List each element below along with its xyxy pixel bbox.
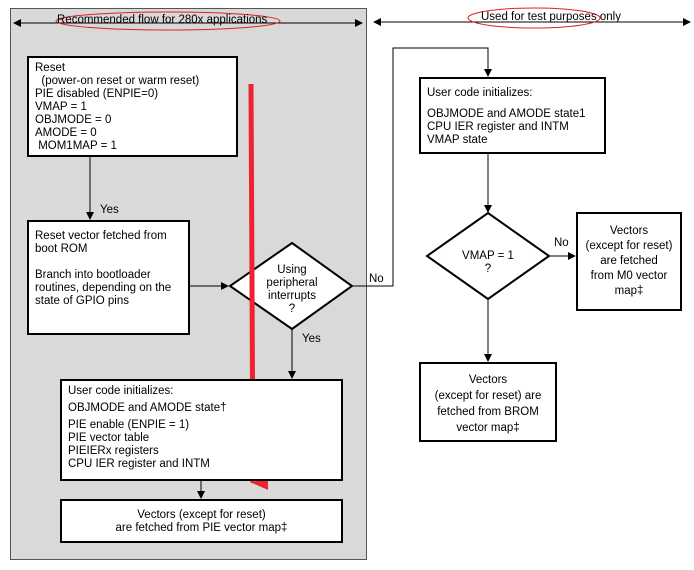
vectors-pie-line-1: Vectors (except for reset)	[137, 509, 266, 521]
user-init-left-line-3: PIE enable (ENPIE = 1)	[68, 419, 190, 431]
edge-label-no-left: No	[369, 273, 384, 285]
vectors-m0-box: Vectors (except for reset) are fetched f…	[576, 212, 682, 311]
reset-vector-line-1: Reset vector fetched from	[35, 230, 167, 242]
user-init-right-line-4: VMAP state	[427, 134, 488, 146]
decision-peripheral-line-2: peripheral	[266, 277, 318, 289]
reset-line-2: (power-on reset or warm reset)	[35, 75, 200, 87]
decision-vmap-text: VMAP = 1 ?	[450, 250, 526, 276]
vectors-m0-line-4: from M0 vector	[590, 270, 668, 282]
vectors-brom-line-2: (except for reset) are	[434, 390, 542, 402]
user-init-left-box: User code initializes: OBJMODE and AMODE…	[60, 379, 343, 481]
decision-vmap-line-2: ?	[484, 263, 492, 275]
user-init-left-line-4: PIE vector table	[68, 432, 150, 444]
vectors-pie-box: Vectors (except for reset) are fetched f…	[60, 499, 343, 543]
edge-label-yes-bottom: Yes	[302, 333, 321, 345]
user-init-left-line-6: CPU IER register and INTM	[68, 458, 210, 470]
user-init-left-line-5: PIEIERx registers	[68, 445, 159, 457]
header-left-label: Recommended flow for 280x applications	[57, 14, 268, 26]
header-right-highlight	[467, 7, 601, 29]
decision-peripheral-text: Using peripheral interrupts ?	[252, 264, 332, 316]
reset-box: Reset (power-on reset or warm reset) PIE…	[27, 56, 238, 157]
user-init-right-line-2: OBJMODE and AMODE state1	[427, 108, 586, 120]
reset-line-3: PIE disabled (ENPIE=0)	[35, 88, 159, 100]
decision-peripheral-line-3: interrupts	[268, 290, 316, 302]
reset-vector-line-3	[35, 256, 182, 269]
vectors-m0-line-1: Vectors	[609, 225, 649, 237]
reset-line-5: OBJMODE = 0	[35, 114, 112, 126]
header-right-label: Used for test purposes only	[481, 11, 621, 23]
reset-vector-line-6: state of GPIO pins	[35, 295, 129, 307]
edge-label-no-right: No	[554, 237, 569, 249]
user-init-right-line-3: CPU IER register and INTM	[427, 121, 569, 133]
user-init-right-box: User code initializes: OBJMODE and AMODE…	[419, 77, 606, 154]
edge-label-yes-top: Yes	[100, 204, 119, 216]
vectors-m0-line-5: map‡	[614, 285, 644, 297]
vectors-m0-line-3: are fetched	[600, 255, 658, 267]
user-init-right-line-1: User code initializes:	[427, 87, 533, 99]
decision-vmap-diamond	[425, 211, 551, 301]
reset-vector-box: Reset vector fetched from boot ROM Branc…	[27, 220, 190, 335]
user-init-left-line-1: User code initializes:	[68, 385, 174, 397]
reset-line-7: MOM1MAP = 1	[35, 140, 117, 152]
vectors-brom-line-3: fetched from BROM	[437, 406, 539, 418]
reset-line-6: AMODE = 0	[35, 127, 97, 139]
decision-peripheral-line-4: ?	[288, 303, 296, 315]
vectors-brom-box: Vectors (except for reset) are fetched f…	[419, 362, 557, 442]
vectors-pie-line-2: are fetched from PIE vector map‡	[115, 522, 288, 534]
user-init-left-line-2: OBJMODE and AMODE state†	[68, 402, 227, 414]
decision-peripheral-line-1: Using	[277, 264, 307, 276]
arrow-decision-no	[352, 47, 492, 287]
reset-vector-line-2: boot ROM	[35, 243, 88, 255]
vectors-brom-line-1: Vectors	[468, 374, 508, 386]
reset-vector-line-4: Branch into bootloader	[35, 269, 151, 281]
header-left-highlight	[55, 11, 281, 31]
vectors-brom-line-4: vector map‡	[456, 422, 520, 434]
reset-line-1: Reset	[35, 62, 66, 74]
decision-vmap-line-1: VMAP = 1	[462, 250, 514, 262]
reset-line-4: VMAP = 1	[35, 101, 87, 113]
vectors-m0-line-2: (except for reset)	[585, 240, 673, 252]
reset-vector-line-5: routines, depending on the	[35, 282, 172, 294]
